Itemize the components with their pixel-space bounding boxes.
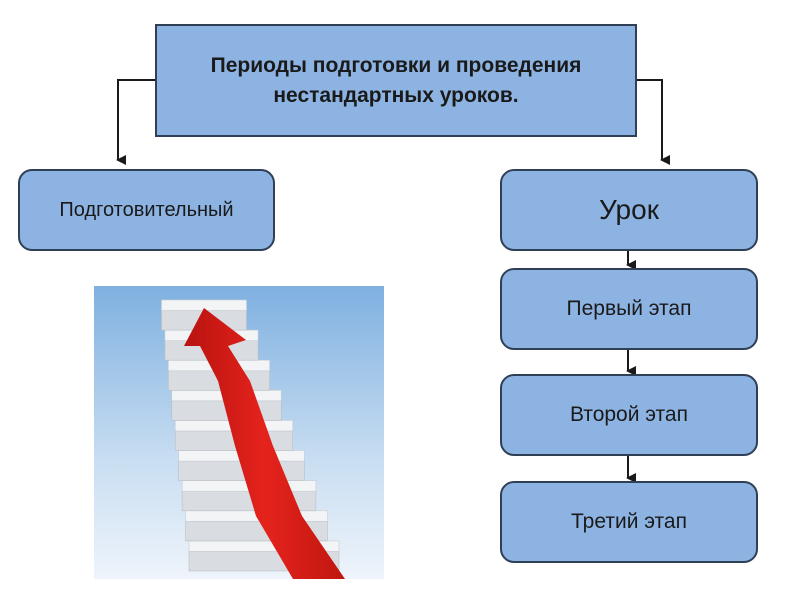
stage-label-3: Третий этап: [571, 510, 687, 533]
connector-title-to-lesson: [637, 79, 670, 165]
red-carpet-arrow: [184, 308, 345, 579]
stage-box-1: Первый этап: [500, 268, 758, 350]
stage-label-2: Второй этап: [570, 403, 688, 426]
stage-label-1: Первый этап: [566, 297, 692, 320]
connector-title-to-prep: [116, 79, 155, 165]
staircase-illustration: [94, 286, 384, 579]
preparatory-period-box: Подготовительный: [18, 169, 275, 251]
diagram-title: Периоды подготовки и проведения нестанда…: [210, 53, 582, 107]
preparatory-period-label: Подготовительный: [59, 198, 234, 221]
stage-box-3: Третий этап: [500, 481, 758, 563]
red-carpet: [184, 308, 345, 579]
stage-box-2: Второй этап: [500, 374, 758, 456]
lesson-period-label: Урок: [599, 194, 659, 225]
diagram-title-box: Периоды подготовки и проведения нестанда…: [155, 24, 637, 137]
lesson-period-box: Урок: [500, 169, 758, 251]
